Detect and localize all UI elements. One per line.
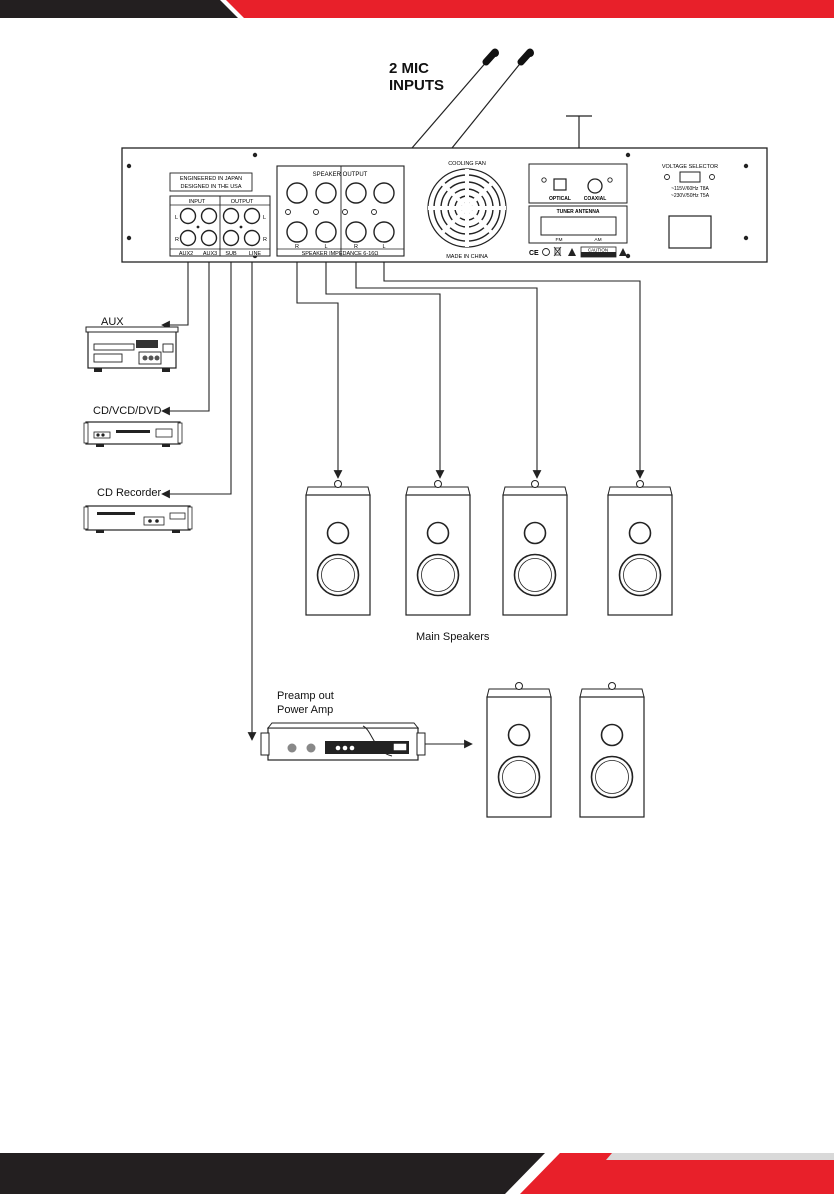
voltage-selector-label: VOLTAGE SELECTOR (662, 164, 718, 170)
spk-ch-label-2: L (324, 244, 327, 250)
main-speaker-4-icon (607, 479, 673, 616)
output-label: OUTPUT (231, 199, 254, 205)
aux-label: AUX (101, 316, 124, 328)
preamp-label-line2: Power Amp (277, 704, 334, 716)
jack-label-sub: SUB (225, 251, 237, 257)
fan-grille-icon (427, 168, 507, 248)
amp-speaker-1-icon (486, 681, 552, 818)
tuner-antenna-label: TUNER ANTENNA (557, 209, 600, 215)
jack-label-line: LINE (249, 251, 262, 257)
mic-inputs-line2: INPUTS (389, 77, 445, 94)
output-ch-l: L (263, 215, 266, 221)
spk-ch-label-1: R (295, 244, 299, 250)
warning-icon-2 (619, 248, 627, 256)
cooling-fan-label: COOLING FAN (448, 161, 486, 167)
mic-inputs-line1: 2 MIC (389, 60, 430, 77)
input-ch-l: L (175, 215, 178, 221)
speaker-wires (296, 262, 645, 479)
jack-label-aux2: AUX2 (179, 251, 193, 257)
rca-jacks (179, 207, 261, 247)
volt-115-text: ~115V/60Hz T8A (671, 186, 709, 192)
power-amp-icon (260, 722, 426, 761)
ce-mark: CE (529, 250, 539, 257)
made-in-text: MADE IN CHINA (446, 254, 488, 260)
aux-device-icon (85, 326, 179, 372)
top-header-band (0, 0, 834, 18)
caution-label: CAUTION (588, 248, 608, 253)
spk-ch-label-3: R (354, 244, 358, 250)
speaker-output-title: SPEAKER OUTPUT (313, 172, 368, 178)
input-ch-r: R (175, 237, 179, 243)
rear-panel: ENGINEERED IN JAPAN DESIGNED IN THE USA … (121, 147, 768, 263)
cd-player-icon (83, 421, 183, 447)
speaker-impedance-text: SPEAKER IMPEDANCE 6-16Ω (302, 251, 379, 257)
recycle-icon (542, 248, 550, 256)
amp-speaker-2-icon (579, 681, 645, 818)
cd-recorder-label: CD Recorder (97, 487, 162, 499)
spk-ch-label-4: L (382, 244, 385, 250)
voltage-switch (679, 171, 701, 183)
weee-bin-icon (553, 246, 562, 257)
binding-posts (286, 182, 395, 243)
main-speakers-label: Main Speakers (416, 631, 490, 643)
preamp-label-line1: Preamp out (277, 690, 334, 702)
jack-label-aux3: AUX3 (203, 251, 217, 257)
engineered-text: ENGINEERED IN JAPAN (180, 176, 242, 182)
coaxial-label: COAXIAL (584, 196, 607, 202)
power-inlet (668, 215, 712, 249)
am-label: AM (594, 237, 601, 243)
main-speaker-1-icon (305, 479, 371, 616)
optical-label: OPTICAL (549, 196, 571, 202)
fm-label: FM (556, 237, 563, 243)
output-ch-r: R (263, 237, 267, 243)
main-speaker-3-icon (502, 479, 568, 616)
cd-recorder-icon (83, 505, 193, 533)
volt-230-text: ~230V/50Hz T5A (671, 193, 710, 199)
main-speaker-2-icon (405, 479, 471, 616)
input-label: INPUT (189, 199, 206, 205)
source-wires (161, 262, 257, 741)
warning-icon (568, 248, 576, 256)
designed-text: DESIGNED IN THE USA (180, 184, 241, 190)
cd-label: CD/VCD/DVD (93, 405, 162, 417)
mic-inputs-label: 2 MIC INPUTS (389, 60, 444, 94)
footer-band (0, 1153, 834, 1194)
mic-icon (411, 48, 534, 149)
